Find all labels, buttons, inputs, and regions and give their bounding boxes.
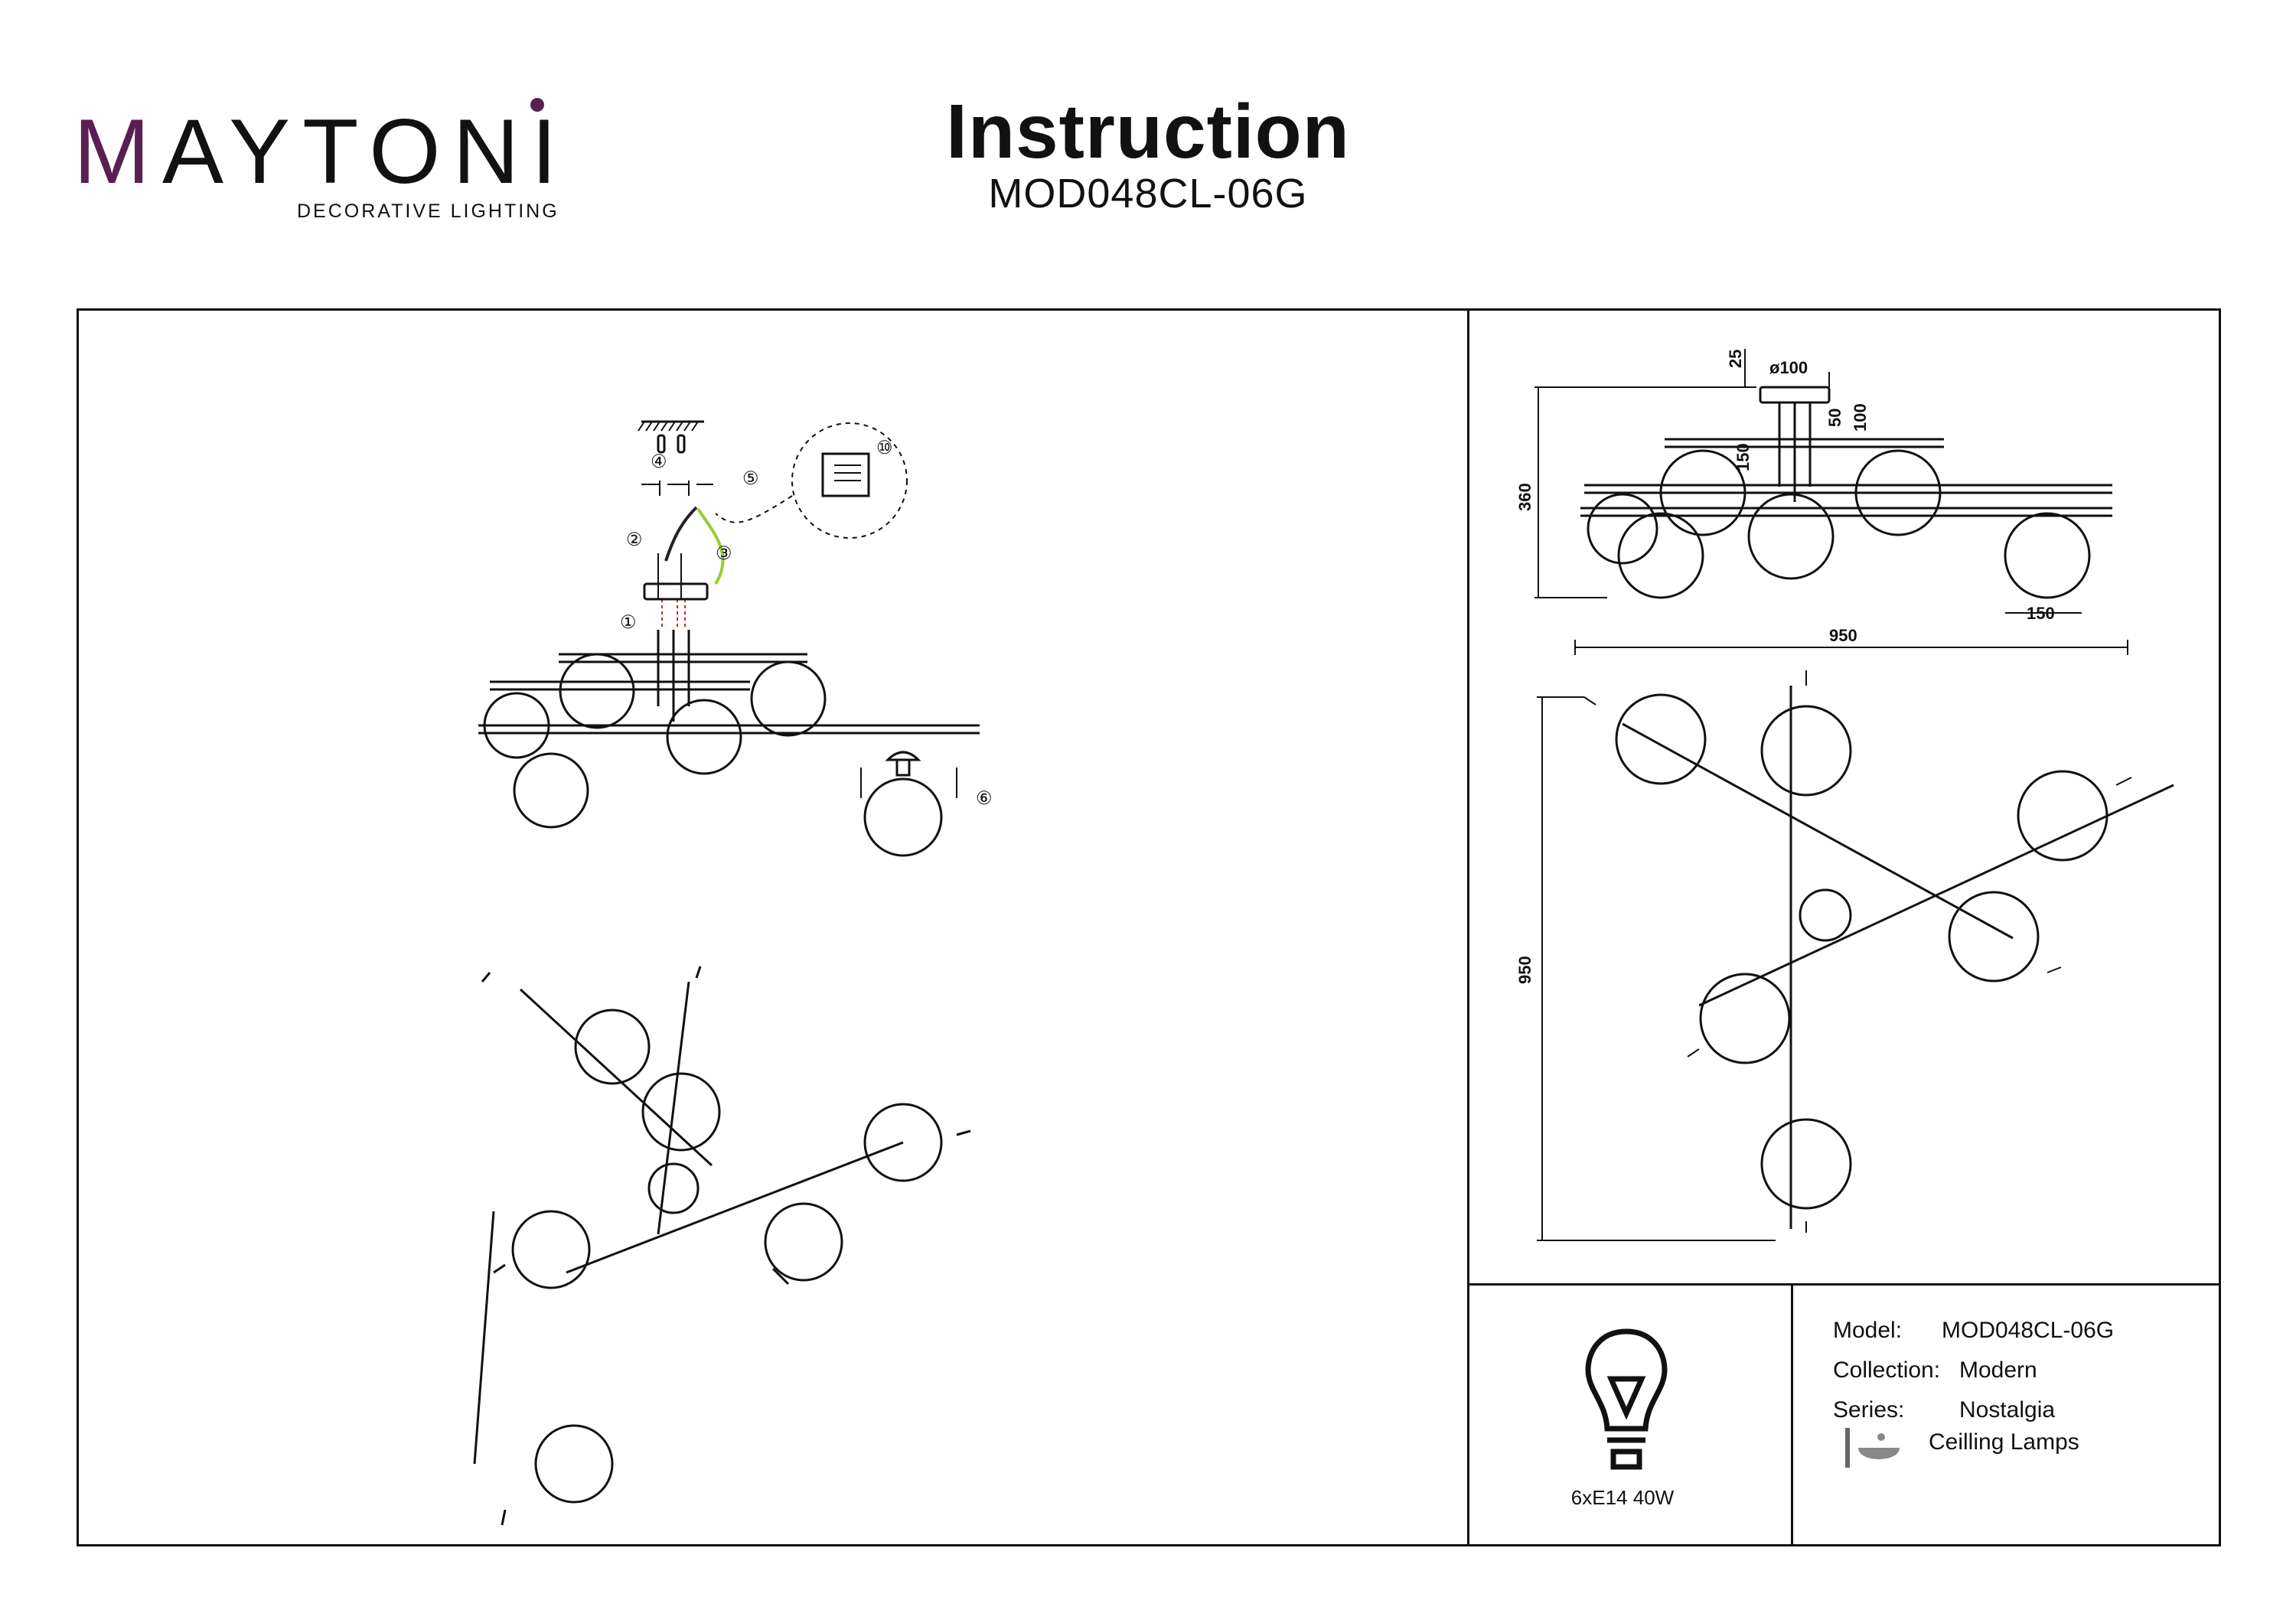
dim-top-view-depth: 950: [1515, 956, 1534, 984]
model-value: MOD048CL-06G: [1942, 1318, 2115, 1343]
spec-divider-vertical: [1791, 1283, 1793, 1546]
dim-globe-diameter: 150: [2027, 604, 2055, 623]
brand-name-rest: AYTONI: [161, 100, 569, 203]
dimension-diagram: 25 ø100 50 100 150 360 150 950 950: [1515, 349, 2174, 1241]
model-code-heading: MOD048CL-06G: [988, 171, 1308, 217]
step-6-label: ⑥: [976, 789, 993, 809]
step-1-label: ①: [620, 613, 637, 633]
brand-name-first-letter: M: [73, 100, 162, 203]
dim-total-width: 950: [1829, 626, 1857, 645]
dim-rod-50: 50: [1825, 409, 1844, 427]
dim-rod-100: 100: [1851, 403, 1870, 432]
collection-value: Modern: [1959, 1357, 2037, 1383]
brand-dot: [530, 98, 544, 112]
page-title: Instruction: [946, 89, 1350, 174]
model-label: Model:: [1833, 1318, 1903, 1343]
collection-label: Collection:: [1833, 1357, 1941, 1383]
step-3-label: ③: [716, 544, 732, 564]
dim-total-height: 360: [1515, 483, 1534, 511]
dim-canopy-height: 25: [1726, 350, 1745, 368]
series-value: Nostalgia: [1959, 1397, 2056, 1423]
dim-canopy-diameter: ø100: [1769, 358, 1808, 377]
ceiling-lamp-icon: [1845, 1428, 1900, 1468]
series-label: Series:: [1833, 1397, 1905, 1423]
brand-tagline: DECORATIVE LIGHTING: [297, 200, 559, 222]
step-2-label: ②: [626, 530, 643, 550]
type-value: Ceilling Lamps: [1929, 1429, 2079, 1455]
light-bulb-icon: [1585, 1328, 1668, 1470]
frame-divider-horizontal: [1467, 1283, 2221, 1286]
brand-name: MAYTONI: [73, 98, 569, 205]
step-4-label: ④: [651, 452, 667, 472]
maytoni-logo: MAYTONI DECORATIVE LIGHTING: [73, 98, 563, 228]
step-10-label: ⑩: [876, 438, 893, 458]
frame-divider-vertical: [1467, 308, 1469, 1546]
instruction-frame: [77, 308, 2221, 1546]
step-5-label: ⑤: [742, 469, 759, 489]
dim-stem-150: 150: [1733, 443, 1753, 471]
assembly-diagram: ① ② ③ ④ ⑤ ⑥ ⑩: [473, 420, 993, 1526]
bulb-spec-label: 6xE14 40W: [1570, 1486, 1675, 1509]
